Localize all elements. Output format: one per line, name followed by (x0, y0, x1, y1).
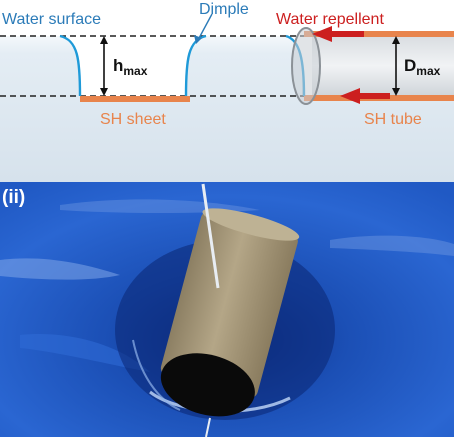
d-max-label: Dmax (404, 56, 441, 78)
d-max-subscript: max (416, 64, 440, 78)
dimple-label: Dimple (199, 1, 249, 18)
sh-sheet-label: SH sheet (100, 111, 166, 128)
sh-sheet-plate (80, 96, 190, 102)
meniscus-right (184, 34, 207, 97)
tube-opening-ellipse (291, 27, 321, 105)
tube-mouth (160, 353, 255, 417)
bottom-panel: (ii) (0, 182, 454, 437)
sh-tube-top-wall (304, 31, 454, 37)
support-needle-lower (205, 417, 211, 437)
dimple-edge-highlight (132, 339, 181, 411)
h-max-subscript: max (123, 64, 147, 78)
panel-ii-label: (ii) (2, 187, 25, 208)
panel-top-background (0, 0, 454, 36)
water-repellent-arrow-top (312, 26, 364, 42)
water-surface-label: Water surface (2, 11, 101, 28)
reflection-lower-left (20, 334, 150, 372)
tube-body (302, 36, 454, 96)
reflection-left (0, 258, 120, 280)
meniscus-left (59, 34, 82, 97)
dimple-pointer (197, 13, 213, 41)
sand-tube (160, 208, 300, 417)
h-max-main: h (113, 56, 123, 75)
water-repellent-arrow-bottom (340, 88, 390, 104)
d-max-main: D (404, 56, 416, 75)
dimple-pointer-head (194, 35, 202, 44)
sh-tube-label: SH tube (364, 111, 422, 128)
reflection-right (330, 235, 454, 256)
h-max-label: hmax (113, 56, 148, 78)
support-needle (201, 183, 220, 289)
water-repellent-label: Water repellent (276, 11, 384, 28)
sheet-air-cavity (60, 36, 206, 96)
top-panel: Water surface Dimple Water repellent hma… (0, 0, 454, 182)
